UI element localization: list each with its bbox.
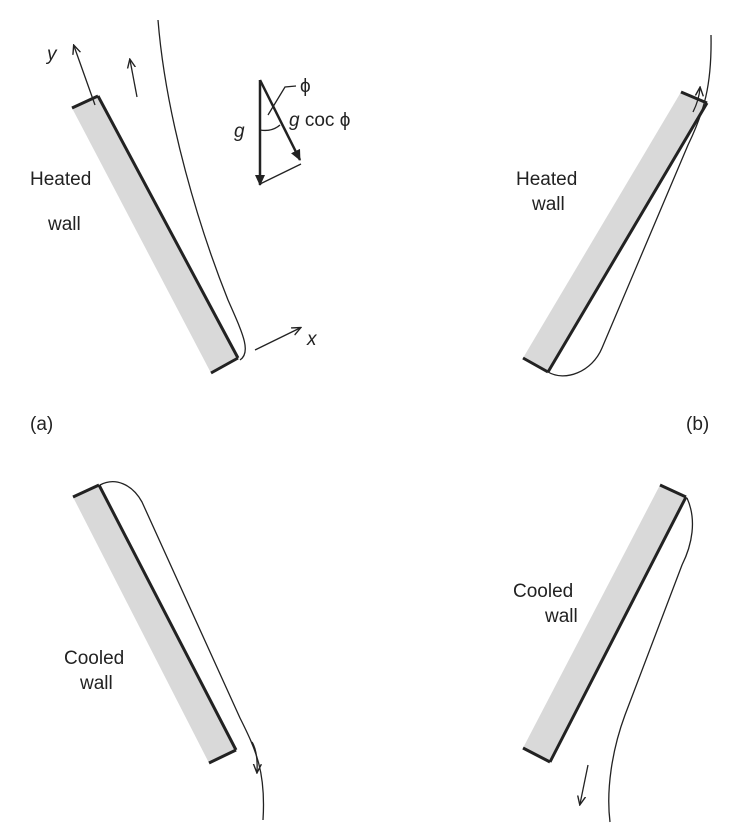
wall-top-edge-a xyxy=(71,94,99,110)
wall-label-a-line2: wall xyxy=(47,214,81,235)
wall-label-a: Heated xyxy=(30,169,91,190)
g-label: g xyxy=(234,121,245,142)
y-axis-arrow xyxy=(74,46,96,106)
gravity-vector-diagram: ϕ g g coc ϕ xyxy=(234,76,350,186)
panel-a: y x ϕ g g coc ϕ Heated wall (a) xyxy=(30,19,350,435)
wall-top-edge-b xyxy=(680,90,708,105)
wall-label-b-line2: wall xyxy=(531,194,565,215)
wall-surface-a xyxy=(96,95,240,359)
flow-up-arrow-b xyxy=(692,88,700,113)
wall-label-b: Heated xyxy=(516,169,577,190)
boundary-layer-curve-c xyxy=(99,481,265,821)
cooled-wall-d xyxy=(523,485,686,762)
wall-top-edge-d xyxy=(659,483,687,499)
y-axis-label: y xyxy=(45,44,58,65)
wall-surface-d xyxy=(548,496,688,763)
flow-up-arrow-a xyxy=(130,60,138,98)
phi-leader-line xyxy=(267,85,297,116)
flow-down-arrow-c xyxy=(251,741,257,772)
angle-arc xyxy=(259,124,281,132)
flow-down-arrow-d xyxy=(580,764,589,804)
wall-bottom-edge-b xyxy=(522,356,549,374)
heated-wall-a xyxy=(72,96,238,373)
wall-bottom-edge-c xyxy=(208,748,237,765)
wall-bottom-edge-a xyxy=(210,356,239,375)
wall-bottom-edge-d xyxy=(522,746,551,764)
phi-label: ϕ xyxy=(300,76,311,97)
cooled-wall-c xyxy=(73,485,236,763)
heated-wall-b xyxy=(523,92,707,372)
gravity-component-vector xyxy=(258,79,302,161)
panel-c: Cooled wall xyxy=(64,481,265,821)
x-axis-label: x xyxy=(306,329,318,350)
wall-label-d: Cooled xyxy=(513,581,573,602)
wall-surface-b xyxy=(546,102,709,373)
vector-closing-line xyxy=(259,163,302,185)
wall-top-edge-c xyxy=(72,483,100,499)
wall-label-c: Cooled xyxy=(64,648,124,669)
panel-b: Heated wall (b) xyxy=(516,34,712,435)
wall-label-c-line2: wall xyxy=(79,673,113,694)
panel-tag-b: (b) xyxy=(686,414,709,435)
x-axis-arrow xyxy=(254,328,300,351)
boundary-layer-curve-a xyxy=(157,19,246,361)
wall-label-d-line2: wall xyxy=(544,606,578,627)
boundary-layer-curve-b xyxy=(547,34,712,377)
panel-tag-a: (a) xyxy=(30,414,53,435)
panel-d: Cooled wall xyxy=(513,483,694,823)
wall-surface-c xyxy=(97,484,238,751)
boundary-layer-curve-d xyxy=(608,497,694,823)
g-cos-phi-label: g coc ϕ xyxy=(289,110,350,131)
